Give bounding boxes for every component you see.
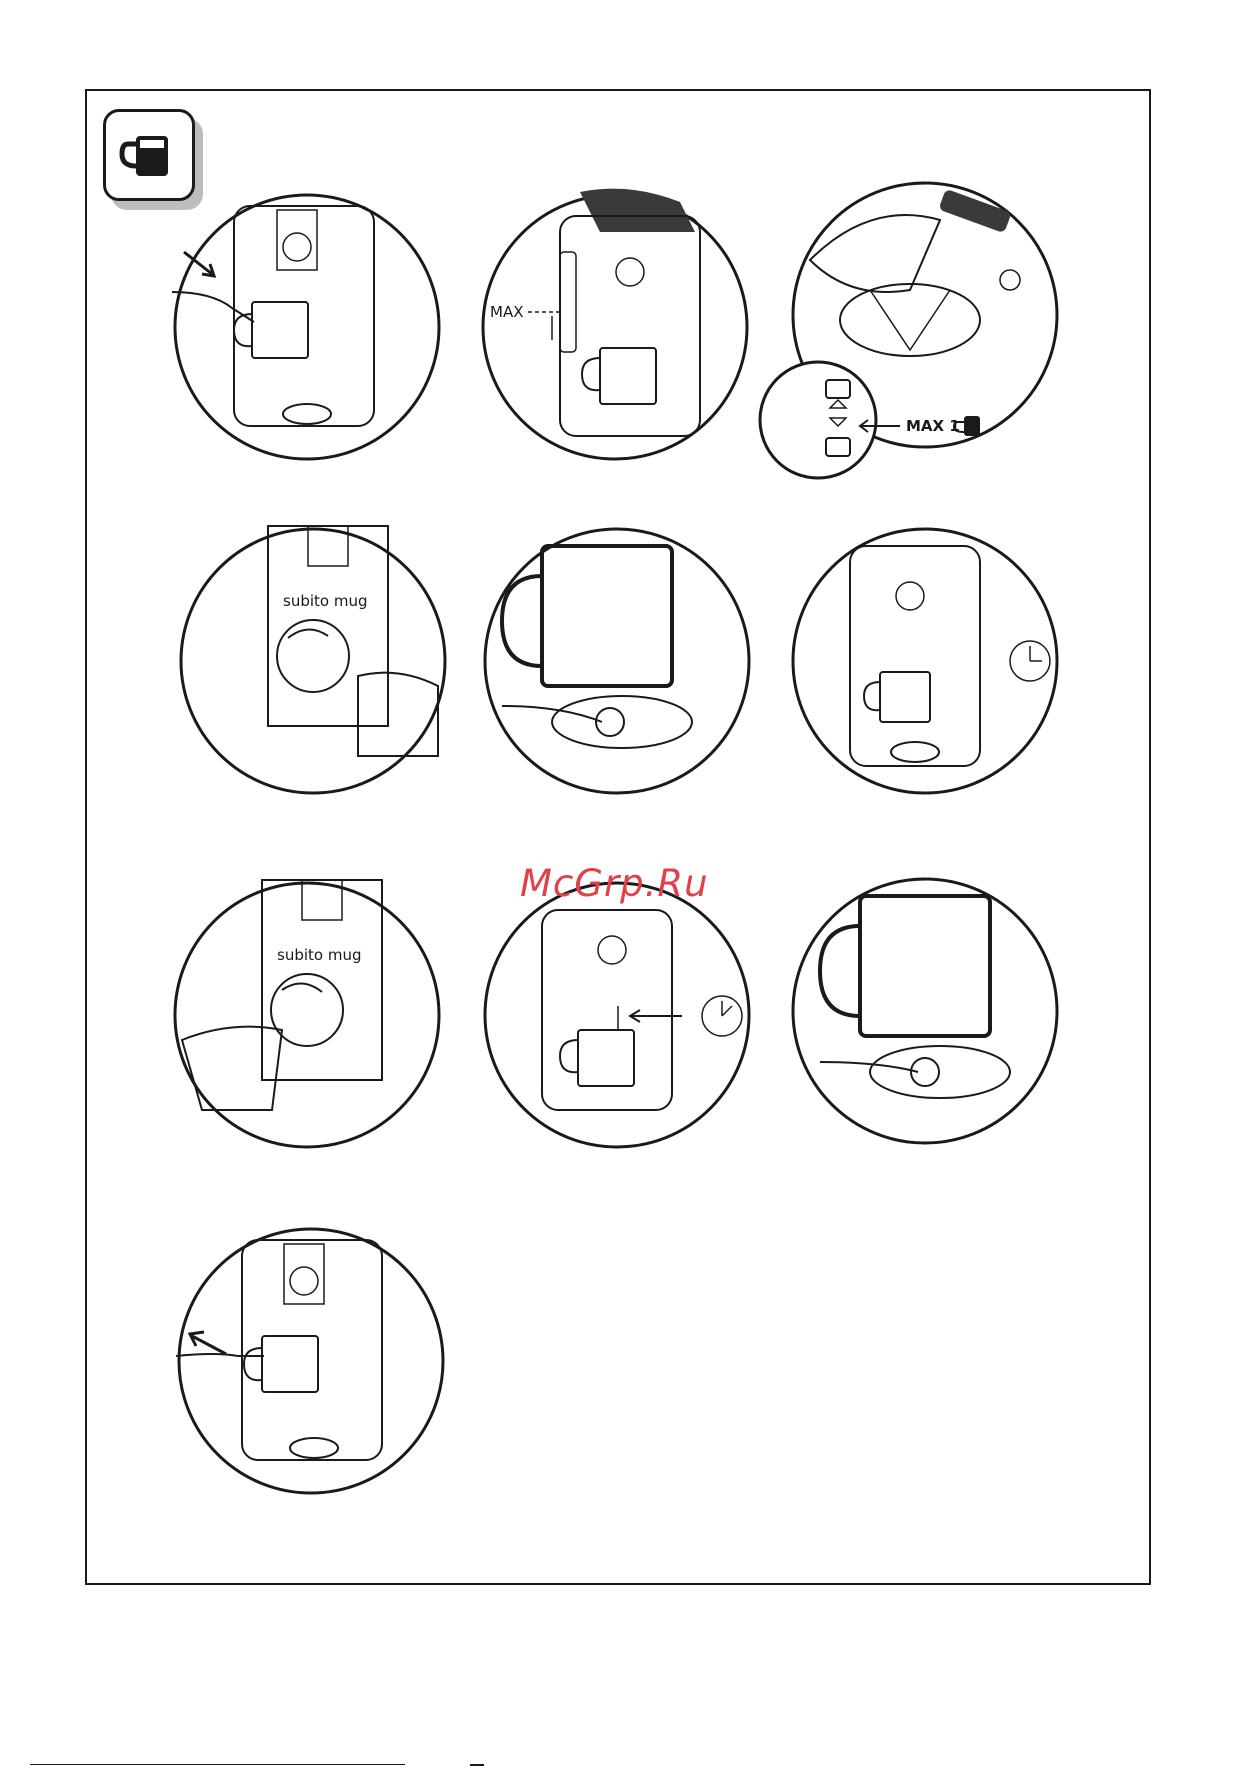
step-6-heating xyxy=(790,526,1060,796)
step-10-remove-mug xyxy=(176,1226,446,1496)
step-1-insert-mug xyxy=(172,192,442,462)
step-9-press-button xyxy=(790,876,1060,1146)
max1-label: MAX 1 xyxy=(906,417,960,435)
footer-tick xyxy=(470,1764,484,1766)
step-5-press-button xyxy=(482,526,752,796)
watermark: McGrp.Ru xyxy=(520,862,709,905)
brand-label: subito mug xyxy=(283,592,367,610)
step-7-turn-knob-right: subito mug xyxy=(172,880,442,1150)
step-3-add-coffee: MAX 1 xyxy=(790,180,1060,450)
brand-label: subito mug xyxy=(277,946,361,964)
max-label: MAX xyxy=(490,303,523,321)
mug-icon xyxy=(103,109,195,201)
step-2-fill-water: MAX xyxy=(480,192,750,462)
step-8-brewing xyxy=(482,880,752,1150)
step-4-turn-knob-left: subito mug xyxy=(178,526,448,796)
footer-rule xyxy=(30,1764,405,1765)
